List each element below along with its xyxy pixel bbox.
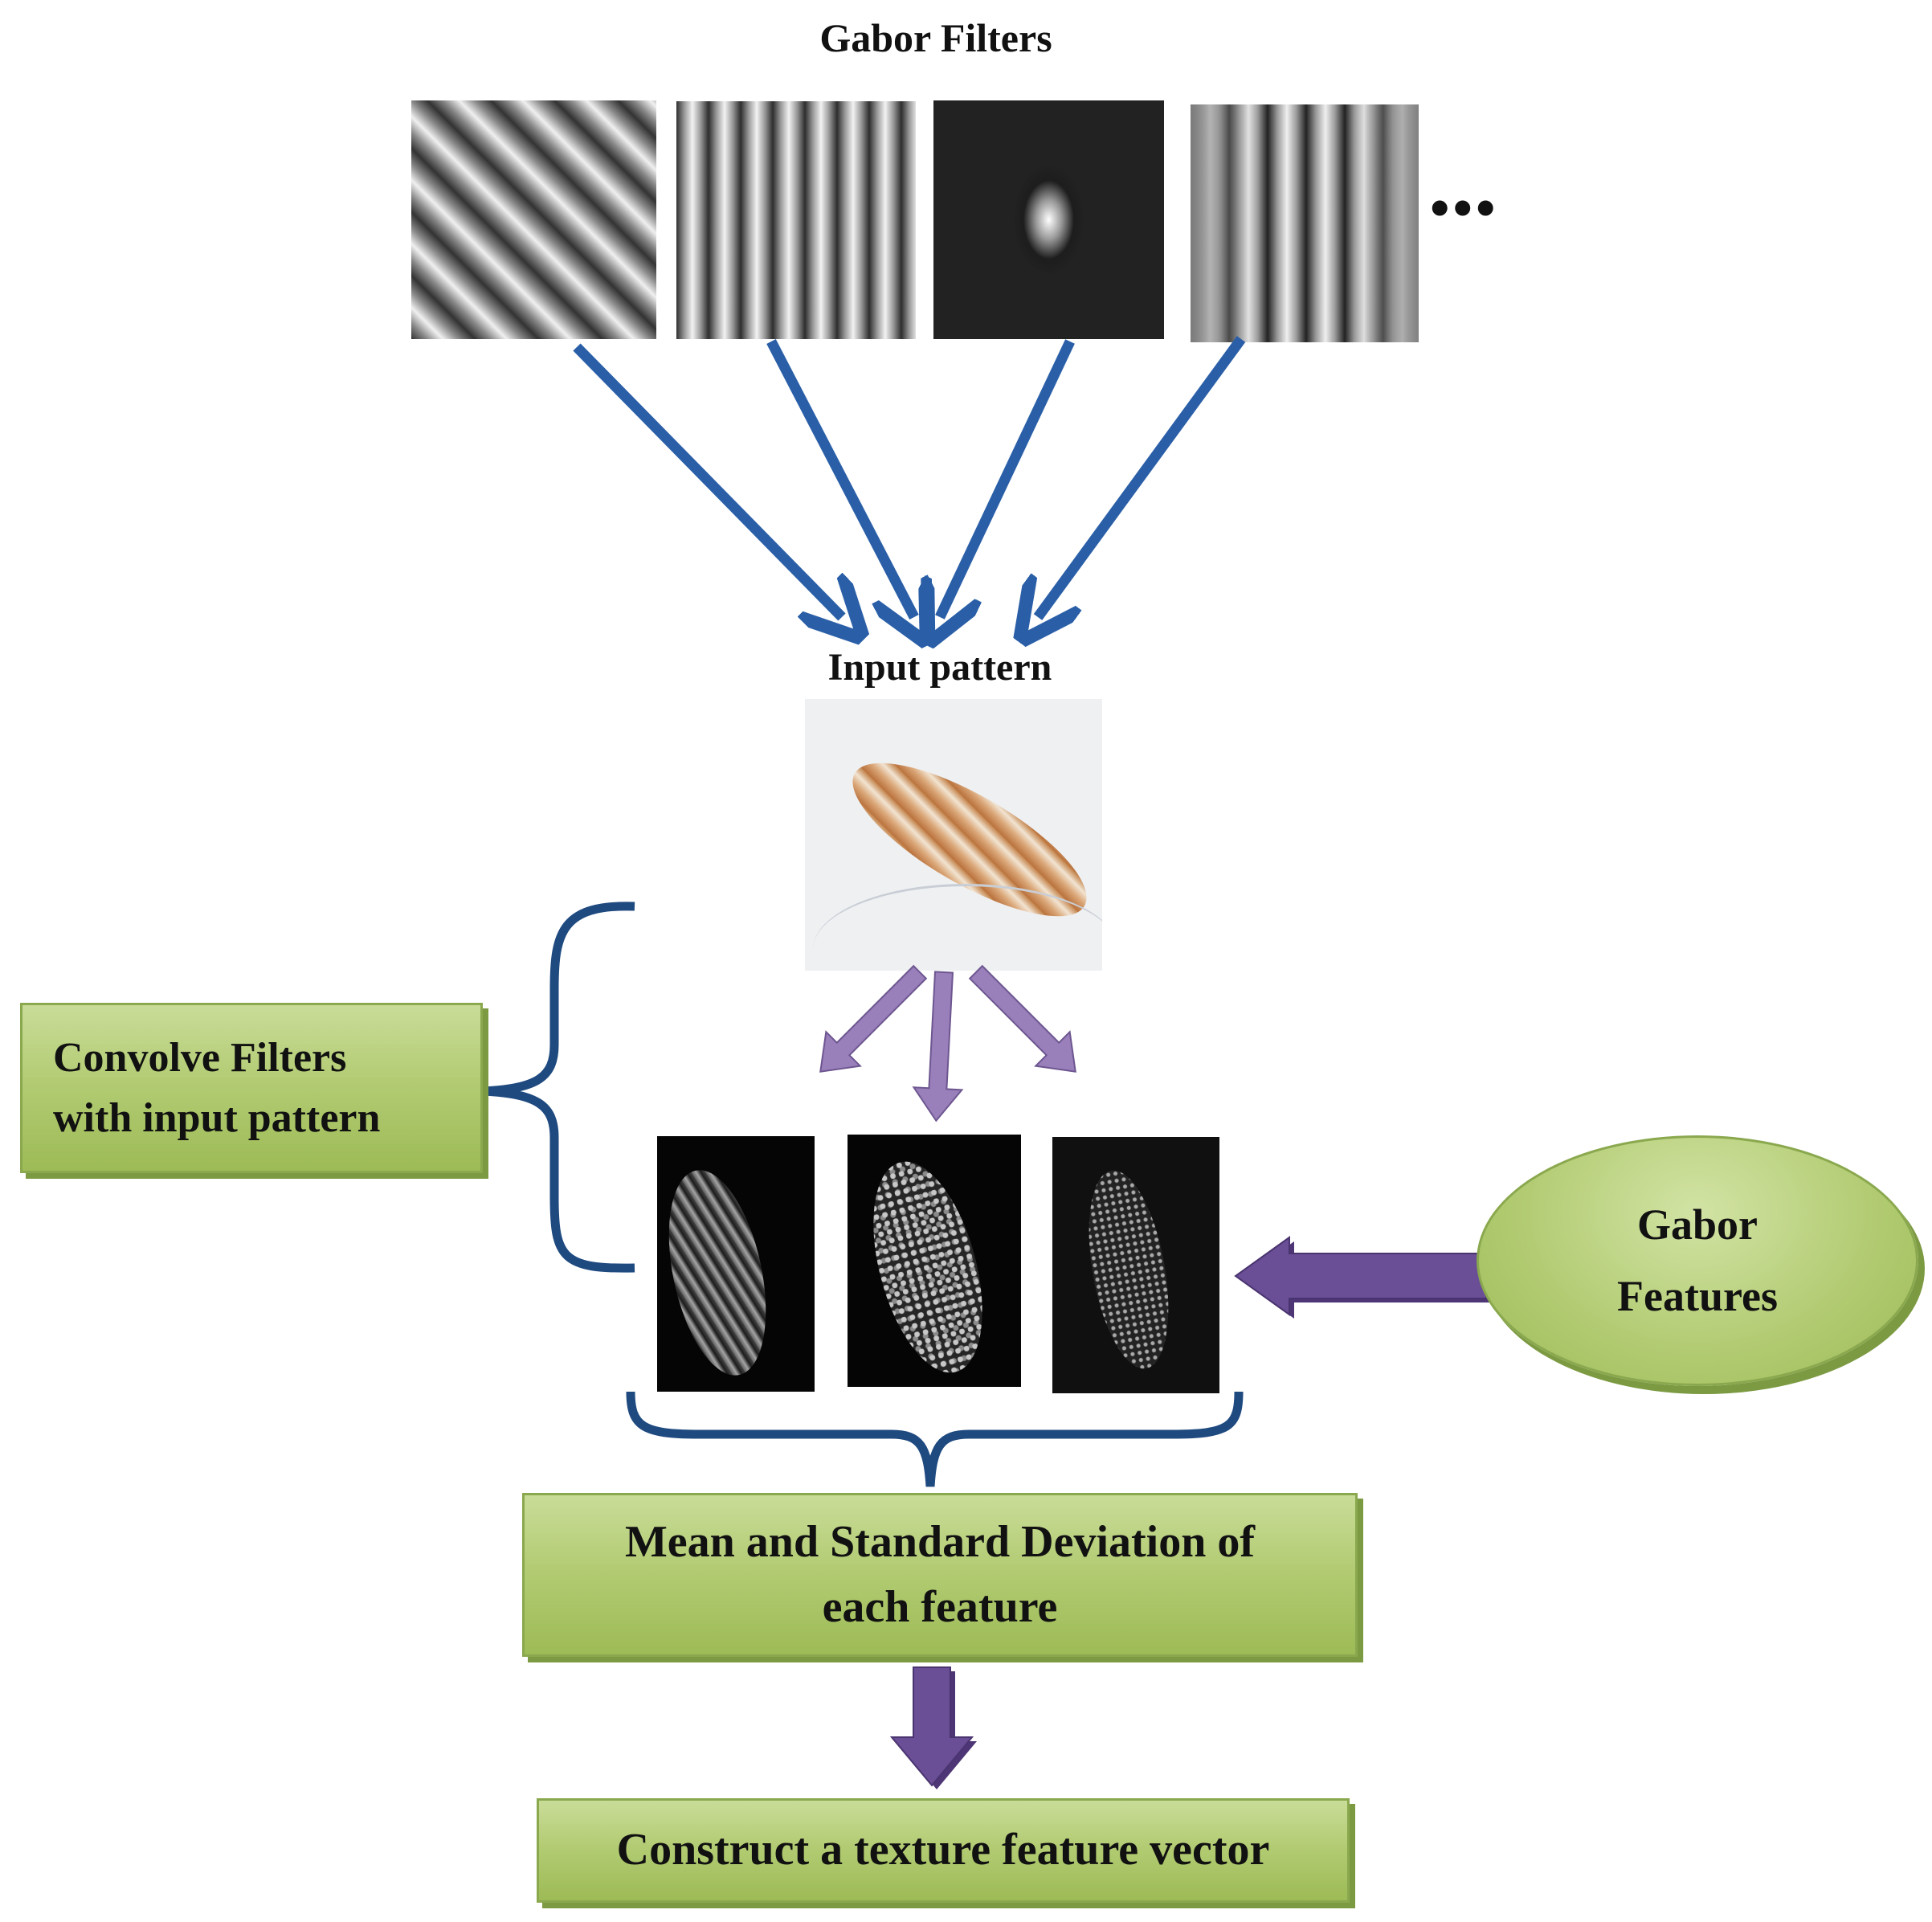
gabor-features-line-1: Gabor (1636, 1200, 1758, 1249)
gabor-features-arrow (1234, 1236, 1491, 1319)
mean-line-1: Mean and Standard Deviation of (624, 1516, 1256, 1567)
construct-label: Construct a texture feature vector (616, 1825, 1270, 1875)
input-pattern-image (805, 699, 1102, 971)
filter-arrow-1 (573, 343, 842, 617)
gabor-filter-vertical-fine (676, 101, 916, 339)
gabor-filter-blob (933, 100, 1164, 339)
ellipsis: ••• (1430, 178, 1499, 239)
filter-arrow-3 (940, 339, 1075, 617)
input-arrow-3 (968, 964, 1076, 1073)
construct-vector-box: Construct a texture feature vector (537, 1798, 1350, 1903)
feature-image-1 (657, 1136, 815, 1392)
gabor-features-ellipse: Gabor Features (1477, 1135, 1918, 1386)
bottom-brace (626, 1391, 1244, 1487)
filter-arrow-4 (1038, 336, 1246, 617)
filter-arrow-2 (766, 339, 914, 617)
input-arrow-1 (819, 964, 928, 1073)
convolve-filters-box: Convolve Filters with input pattern (20, 1003, 483, 1173)
diagram-title: Gabor Filters (819, 15, 1052, 60)
convolve-line-2: with input pattern (53, 1095, 381, 1141)
gabor-features-line-2: Features (1617, 1272, 1778, 1320)
feature-image-2 (848, 1135, 1021, 1387)
mean-to-construct-arrow (889, 1666, 977, 1789)
gabor-filter-diagonal (411, 100, 656, 339)
input-arrow-2 (912, 971, 964, 1123)
convolve-line-1: Convolve Filters (53, 1034, 347, 1081)
gabor-filter-vertical-wide (1191, 104, 1419, 342)
feature-image-3 (1052, 1137, 1219, 1393)
mean-line-2: each feature (822, 1582, 1058, 1632)
mean-std-box: Mean and Standard Deviation of each feat… (522, 1493, 1358, 1657)
left-brace (481, 902, 635, 1273)
